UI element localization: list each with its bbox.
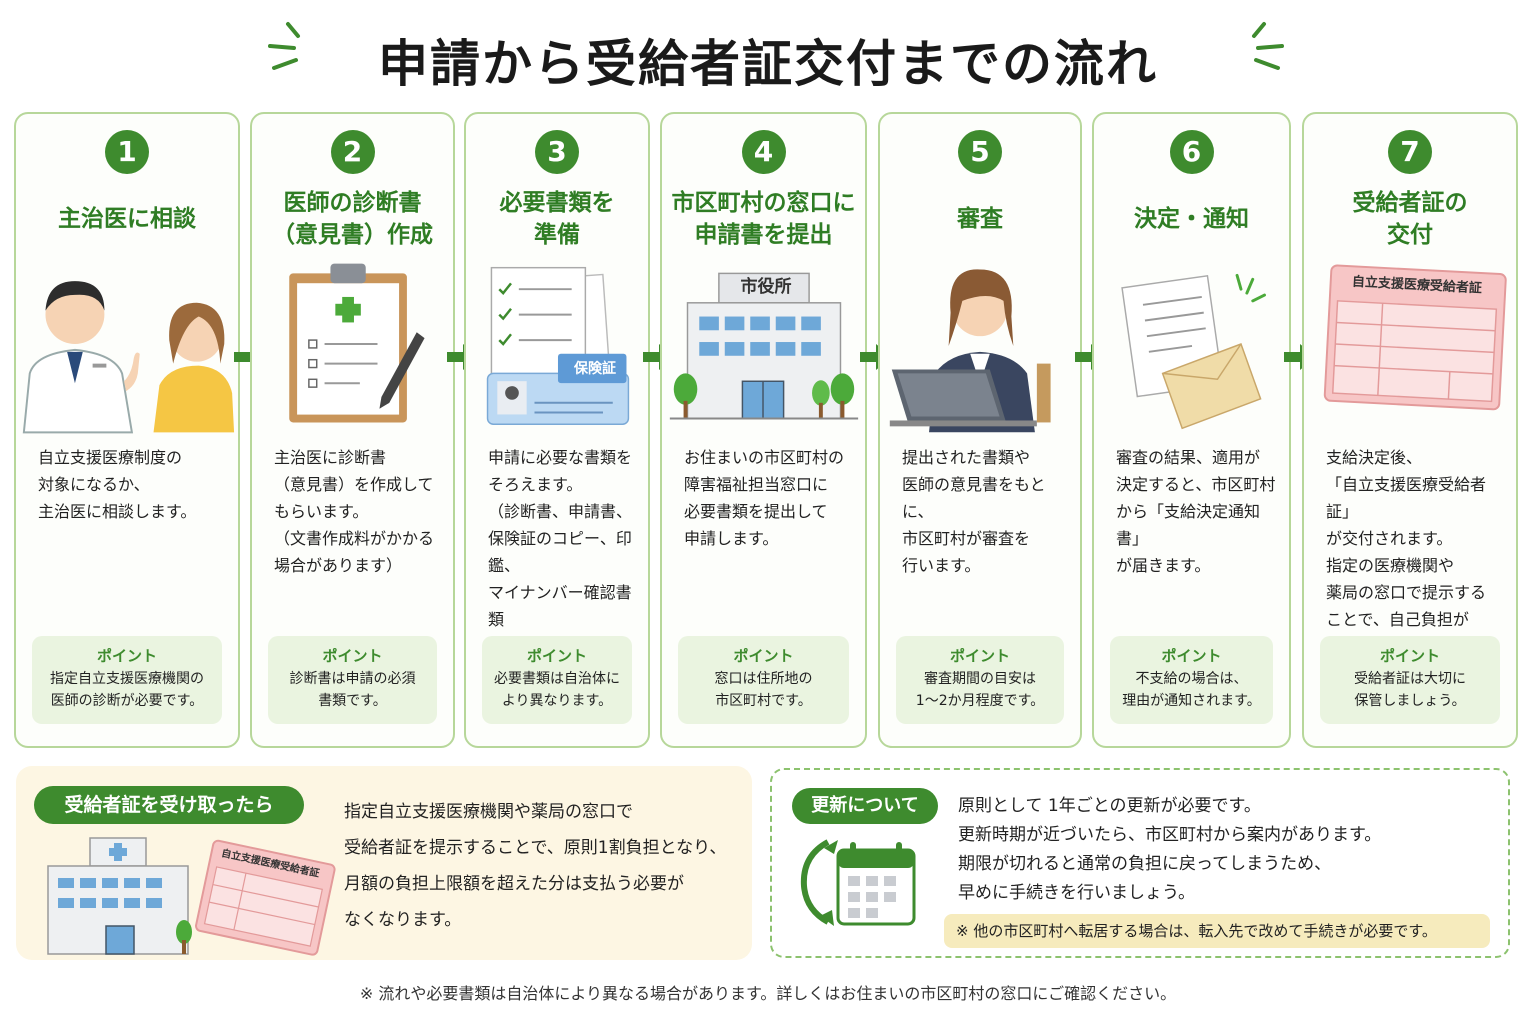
step-card-3: 3 必要書類を 準備 保険証 申請に必要な書類を そろえます。 （診断書、申請書… — [464, 112, 650, 748]
step-number: 3 — [535, 130, 579, 174]
sparkle-left-icon — [268, 22, 300, 70]
step-description: 主治医に診断書 （意見書）を作成して もらいます。 （文書作成料がかかる 場合が… — [274, 448, 435, 575]
city-hall-sign: 市役所 — [740, 277, 792, 297]
step-description: 審査の結果、適用が 決定すると、市区町村 から「支給決定通知書」 が届きます。 — [1116, 448, 1276, 575]
point-text: 窓口は住所地の 市区町村です。 — [714, 671, 813, 709]
step-number: 4 — [741, 130, 786, 174]
point-text: 診断書は申請の必須 書類です。 — [289, 671, 416, 709]
step-number: 7 — [1388, 130, 1432, 174]
point-box: ポイント 診断書は申請の必須 書類です。 — [268, 636, 437, 724]
step-title: 医師の診断書 （意見書）作成 — [272, 190, 433, 248]
clipboard-illustration — [252, 254, 453, 434]
point-label: ポイント — [322, 647, 383, 665]
step-title: 市区町村の窓口に 申請書を提出 — [671, 190, 856, 248]
renewal-panel: 更新について 原則として 1年ごとの更新が必要です。 更新時期が近づいたら、市区… — [770, 768, 1510, 958]
step-card-5: 5 審査 提出された書類や 医師の意見書をもとに、 市区町村が審査を 行います。… — [878, 112, 1082, 748]
step-description: 支給決定後、 「自立支援医療受給者証」 が交付されます。 指定の医療機関や 薬局… — [1326, 448, 1487, 656]
point-box: ポイント 審査期間の目安は 1～2か月程度です。 — [896, 636, 1064, 724]
step-description: 申請に必要な書類を そろえます。 （診断書、申請書、 保険証のコピー、印鑑、 マ… — [488, 448, 633, 656]
point-text: 不支給の場合は、 理由が通知されます。 — [1122, 671, 1261, 709]
relocation-note: ※ 他の市区町村へ転居する場合は、転入先で改めて手続きが必要です。 — [944, 914, 1490, 948]
documents-illustration: 保険証 — [466, 254, 648, 434]
point-label: ポイント — [96, 647, 157, 665]
page-title: 申請から受給者証交付までの流れ — [378, 35, 1158, 93]
step-title: 受給者証の 交付 — [1352, 190, 1468, 248]
point-box: ポイント 窓口は住所地の 市区町村です。 — [678, 636, 849, 724]
certificate-card-illustration: 自立支援医療受給者証 — [1304, 254, 1516, 434]
after-receipt-panel: 受給者証を受け取ったら 自立支援医療受給者証 指定自立支援医療機関や薬局の窓口で… — [16, 766, 752, 960]
step-title: 審査 — [957, 206, 1003, 232]
calendar-renewal-icon — [800, 839, 916, 926]
step-description: お住まいの市区町村の 障害福祉担当窓口に 必要書類を提出して 申請します。 — [684, 448, 845, 548]
step-card-4: 4 市区町村の窓口に 申請書を提出 市役所 お住まいの市区町村の 障害福祉担当窓… — [660, 112, 867, 748]
city-hall-illustration: 市役所 — [662, 254, 865, 434]
step-title: 主治医に相談 — [58, 206, 196, 232]
step-description: 提出された書類や 医師の意見書をもとに、 市区町村が審査を 行います。 — [902, 448, 1046, 575]
step-description: 自立支援医療制度の 対象になるか、 主治医に相談します。 — [38, 448, 197, 521]
step-number: 1 — [105, 130, 149, 174]
sparkle-right-icon — [1252, 22, 1284, 70]
footer-note: ※ 流れや必要書類は自治体により異なる場合があります。詳しくはお住まいの市区町村… — [359, 984, 1177, 1003]
point-box: ポイント 必要書類は自治体に より異なります。 — [482, 636, 632, 724]
step-card-7: 7 受給者証の 交付 自立支援医療受給者証 支給決定後、 「自立支援医療受給者証… — [1302, 112, 1518, 748]
renewal-text: 原則として 1年ごとの更新が必要です。 更新時期が近づいたら、市区町村から案内が… — [958, 796, 1382, 903]
point-label: ポイント — [733, 647, 794, 665]
step-title: 必要書類を 準備 — [499, 190, 615, 248]
step-card-1: 1 主治医に相談 自立支援医療制度の 対象になるか、 主治医に相談します。 ポイ… — [14, 112, 240, 748]
point-box: ポイント 受給者証は大切に 保管しましょう。 — [1320, 636, 1500, 724]
step-number: 5 — [958, 130, 1002, 174]
step-number: 6 — [1169, 130, 1214, 174]
notification-envelope-illustration — [1094, 254, 1289, 434]
reviewer-laptop-illustration — [880, 254, 1080, 434]
point-box: ポイント 不支給の場合は、 理由が通知されます。 — [1110, 636, 1273, 724]
renewal-heading: 更新について — [792, 788, 938, 824]
point-label: ポイント — [526, 647, 587, 665]
point-text: 審査期間の目安は 1～2か月程度です。 — [915, 671, 1045, 709]
point-text: 受給者証は大切に 保管しましょう。 — [1354, 671, 1466, 709]
point-text: 必要書類は自治体に より異なります。 — [494, 671, 620, 709]
point-label: ポイント — [1161, 647, 1222, 665]
after-receipt-text: 指定自立支援医療機関や薬局の窓口で 受給者証を提示することで、原則1割負担となり… — [344, 802, 727, 930]
point-text: 指定自立支援医療機関の 医師の診断が必要です。 — [50, 671, 204, 709]
hospital-card-illustration: 自立支援医療受給者証 — [26, 834, 336, 958]
step-card-6: 6 決定・通知 審査の結果、適用が 決定すると、市区町村 から「支給決定通知書」… — [1092, 112, 1291, 748]
insurance-card-label: 保険証 — [574, 361, 616, 377]
step-card-2: 2 医師の診断書 （意見書）作成 主治医に診断書 （意見書）を作成して もらいま… — [250, 112, 455, 748]
point-label: ポイント — [1379, 647, 1440, 665]
after-receipt-heading: 受給者証を受け取ったら — [34, 786, 304, 824]
step-number: 2 — [330, 130, 375, 174]
point-box: ポイント 指定自立支援医療機関の 医師の診断が必要です。 — [32, 636, 222, 724]
step-title: 決定・通知 — [1134, 206, 1249, 232]
doctor-consultation-illustration — [16, 254, 238, 434]
point-label: ポイント — [949, 647, 1010, 665]
